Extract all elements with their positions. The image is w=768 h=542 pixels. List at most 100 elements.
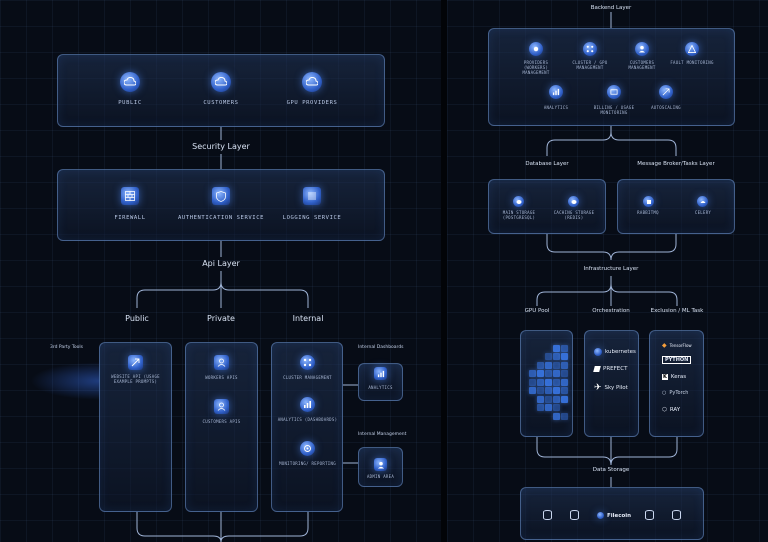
autoscaling-icon — [659, 85, 673, 99]
gpu-cell — [545, 353, 552, 360]
cloud-icon — [211, 72, 231, 92]
gpu-cell — [545, 404, 552, 411]
gpu-cell — [553, 378, 560, 386]
ml-task-title: Exclusion / ML Task — [650, 308, 704, 314]
gpu-cell — [537, 370, 544, 377]
workers-icon — [214, 355, 229, 370]
firewall-label: FIREWALL — [114, 215, 146, 221]
api-private-title: Private — [207, 314, 235, 323]
firewall-icon — [121, 187, 139, 205]
cluster-gpu-management-label: CLUSTER / GPU MANAGEMENT — [572, 60, 608, 70]
queue-icon — [643, 196, 654, 207]
admin-icon — [374, 458, 387, 471]
gpu-cell — [553, 387, 560, 394]
analytics-icon — [374, 367, 387, 380]
cluster-icon — [583, 42, 597, 56]
ray-icon: ⬡ — [662, 407, 667, 413]
pytorch-label: PyTorch — [669, 390, 689, 396]
customers-label: CUSTOMERS — [203, 100, 239, 106]
backend-layer-title: Backend Layer — [590, 5, 632, 11]
gpu-cell — [553, 412, 560, 420]
keras-label: Keras — [670, 374, 687, 380]
data-storage-box: Filecoin — [520, 487, 704, 540]
database-icon — [645, 510, 654, 520]
orchestration-box: kubernetes PREFECT ✈ Sky Pilot — [584, 330, 639, 437]
cache-icon — [568, 196, 579, 207]
main-storage-label: MAIN STORAGE (POSTGRESQL) — [502, 210, 536, 220]
gpu-cell — [553, 395, 560, 403]
filecoin-label: Filecoin — [607, 512, 632, 519]
gpu-cell — [561, 370, 568, 377]
analytics-dashboards-label: ANALYTICS (DASHBOARDS) — [277, 417, 338, 422]
security-box: FIREWALL AUTHENTICATION SERVICE LOGGING … — [57, 169, 385, 241]
public-label: PUBLIC — [118, 100, 142, 106]
customers-apis-label: CUSTOMERS APIS — [202, 419, 241, 424]
monitoring-icon — [300, 441, 315, 456]
kubernetes-label: kubernetes — [605, 349, 636, 355]
right-architecture-panel: Backend Layer PROVIDERS (WORKERS) MANAGE… — [447, 0, 768, 542]
orchestration-title: Orchestration — [592, 308, 630, 314]
billing-icon — [607, 85, 621, 99]
analytics-dashboard-box: ANALYTICS — [358, 363, 403, 401]
python-label: PYTHON — [665, 357, 689, 363]
prefect-tool: PREFECT — [593, 366, 627, 372]
python-tool: PYTHON — [662, 356, 692, 364]
broker-layer-title: Message Broker/Tasks Layer — [637, 161, 715, 167]
keras-tool: K Keras — [662, 374, 686, 380]
left-architecture-panel: PUBLIC CUSTOMERS GPU PROVIDERS Security … — [0, 0, 441, 542]
keras-icon: K — [662, 374, 668, 380]
gpu-cell — [537, 361, 544, 369]
warning-icon — [685, 42, 699, 56]
database-box: MAIN STORAGE (POSTGRESQL) CACHING STORAG… — [488, 179, 606, 234]
gpu-cell — [561, 387, 568, 394]
celery-icon — [697, 196, 708, 207]
pytorch-tool: ○ PyTorch — [662, 390, 688, 396]
broker-box: RABBITMQ CELERY — [617, 179, 735, 234]
admin-area-label: ADMIN AREA — [366, 474, 395, 479]
caching-storage-label: CACHING STORAGE (REDIS) — [553, 210, 595, 220]
panel-divider — [441, 0, 447, 542]
private-api-column: WORKERS APIS CUSTOMERS APIS — [185, 342, 258, 512]
ray-tool: ⬡ RAY — [662, 407, 680, 413]
third-party-glow — [30, 362, 100, 400]
tensorflow-icon: ◆ — [662, 342, 667, 349]
database-icon — [543, 510, 552, 520]
website-api-label: WEBSITE API (USAGE EXAMPLE PROMPTS) — [111, 374, 160, 384]
ray-label: RAY — [669, 407, 681, 413]
autoscaling-label: AUTOSCALING — [651, 105, 681, 110]
shield-icon — [212, 187, 230, 205]
gpu-cell — [545, 395, 552, 403]
analytics-icon — [549, 85, 563, 99]
gpu-pool-box — [520, 330, 573, 437]
gpu-cell — [561, 361, 568, 369]
api-icon — [128, 355, 143, 370]
gpu-providers-label: GPU PROVIDERS — [286, 100, 338, 106]
filecoin-tool: Filecoin — [597, 512, 631, 519]
monitoring-reporting-label: MONITORING/ REPORTING — [279, 461, 336, 466]
kubernetes-tool: kubernetes — [594, 348, 636, 356]
fault-monitoring-label: FAULT MONITORING — [670, 60, 714, 65]
gpu-cell — [561, 395, 568, 403]
kubernetes-icon — [594, 348, 602, 356]
gpu-cell — [537, 378, 544, 386]
tensorflow-tool: ◆ TensorFlow — [662, 342, 692, 349]
rabbitmq-label: RABBITMQ — [637, 210, 659, 215]
api-layer-title: Api Layer — [202, 259, 240, 268]
api-internal-title: Internal — [292, 314, 324, 323]
gpu-cell — [553, 353, 560, 360]
cloud-icon — [120, 72, 140, 92]
internal-dashboards-label: Internal Dashboards — [358, 345, 404, 350]
gpu-cell — [553, 370, 560, 377]
gpu-cell — [529, 370, 536, 377]
providers-icon — [529, 42, 543, 56]
celery-label: CELERY — [694, 210, 712, 215]
gpu-cell — [553, 344, 560, 352]
pytorch-icon: ○ — [662, 390, 667, 396]
api-public-title: Public — [125, 314, 149, 323]
skypilot-icon: ✈ — [594, 383, 602, 393]
database-layer-title: Database Layer — [525, 161, 569, 167]
cluster-management-label: CLUSTER MANAGEMENT — [283, 375, 332, 380]
gpu-cell — [529, 378, 536, 386]
logging-service-label: LOGGING SERVICE — [282, 215, 342, 221]
database-icon — [672, 510, 681, 520]
